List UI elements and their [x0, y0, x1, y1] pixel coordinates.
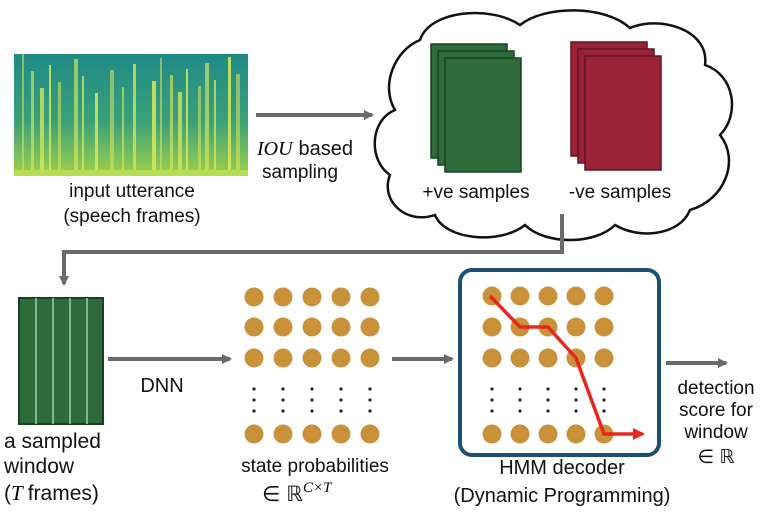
decoder-ellipsis-dot	[490, 409, 494, 413]
decoder-ellipsis-dot	[602, 387, 606, 391]
decoder-ellipsis-dot	[602, 409, 606, 413]
state-prob-dot	[273, 424, 293, 444]
state-prob-dot	[360, 424, 380, 444]
state-probabilities-label: state probabilities	[241, 456, 389, 477]
state-probabilities-grid	[244, 287, 380, 444]
window-label-line1: a sampled	[4, 430, 101, 453]
state-probabilities-domain: ∈ℝC×T	[262, 480, 333, 506]
decoder-dot	[594, 348, 614, 368]
sampling-label-line2: sampling	[262, 162, 338, 183]
decoder-ellipsis-dot	[574, 398, 578, 402]
decoder-dot	[510, 348, 530, 368]
samples-cloud	[373, 9, 734, 242]
state-prob-dot	[273, 317, 293, 337]
decoder-dot	[538, 424, 558, 444]
decoder-label-line1: HMM decoder	[499, 457, 625, 479]
state-prob-ellipsis-dot	[368, 398, 372, 402]
decoder-ellipsis-dot	[574, 387, 578, 391]
state-prob-dot	[302, 348, 322, 368]
state-prob-dot	[360, 287, 380, 307]
state-prob-dot	[360, 317, 380, 337]
state-prob-ellipsis-dot	[339, 409, 343, 413]
viterbi-path	[488, 294, 645, 440]
state-prob-ellipsis-dot	[281, 398, 285, 402]
state-prob-ellipsis-dot	[339, 387, 343, 391]
state-prob-dot	[273, 287, 293, 307]
state-prob-dot	[244, 287, 264, 307]
decoder-ellipsis-dot	[490, 387, 494, 391]
decoder-grid	[482, 286, 614, 444]
decoder-dot	[538, 348, 558, 368]
state-prob-ellipsis-dot	[368, 387, 372, 391]
state-prob-dot	[331, 348, 351, 368]
decoder-ellipsis-dot	[546, 398, 550, 402]
positive-samples-label: +ve samples	[422, 182, 529, 203]
decoder-ellipsis-dot	[602, 398, 606, 402]
state-prob-dot	[244, 317, 264, 337]
decoder-dot	[594, 286, 614, 306]
decoder-ellipsis-dot	[490, 398, 494, 402]
state-prob-dot	[273, 348, 293, 368]
state-prob-ellipsis-dot	[368, 409, 372, 413]
input-label-line1: input utterance	[69, 181, 195, 202]
detection-label-line1: detection	[677, 378, 754, 399]
negative-samples-label: -ve samples	[569, 182, 671, 203]
state-prob-dot	[331, 317, 351, 337]
window-label-line2: window	[3, 455, 75, 478]
state-prob-dot	[360, 348, 380, 368]
decoder-ellipsis-dot	[546, 387, 550, 391]
state-prob-ellipsis-dot	[281, 387, 285, 391]
spectrogram-image	[14, 54, 248, 176]
detection-label-line2: score for	[679, 400, 754, 421]
detection-label-line4: ∈ ℝ	[698, 447, 735, 468]
state-prob-ellipsis-dot	[281, 409, 285, 413]
state-prob-dot	[244, 424, 264, 444]
state-prob-ellipsis-dot	[339, 398, 343, 402]
state-prob-dot	[244, 348, 264, 368]
state-prob-ellipsis-dot	[310, 398, 314, 402]
state-prob-dot	[302, 317, 322, 337]
state-prob-ellipsis-dot	[252, 409, 256, 413]
decoder-ellipsis-dot	[518, 409, 522, 413]
state-prob-ellipsis-dot	[252, 387, 256, 391]
decoder-ellipsis-dot	[574, 409, 578, 413]
decoder-dot	[594, 317, 614, 337]
decoder-dot	[566, 286, 586, 306]
input-label-line2: (speech frames)	[63, 206, 200, 227]
decoder-dot	[566, 424, 586, 444]
positive-samples-stack	[430, 43, 522, 173]
decoder-dot	[510, 424, 530, 444]
decoder-dot	[482, 424, 502, 444]
state-prob-ellipsis-dot	[310, 387, 314, 391]
state-prob-ellipsis-dot	[252, 398, 256, 402]
sampled-window	[18, 297, 104, 425]
decoder-dot	[482, 348, 502, 368]
decoder-dot	[482, 317, 502, 337]
state-prob-dot	[331, 287, 351, 307]
detection-label-line3: window	[683, 422, 748, 443]
decoder-label-line2: (Dynamic Programming)	[454, 485, 671, 507]
sample-to-window-arrow	[59, 214, 564, 286]
dnn-label: DNN	[140, 375, 183, 397]
state-prob-dot	[331, 424, 351, 444]
negative-samples-stack	[570, 41, 662, 171]
decoder-ellipsis-dot	[518, 398, 522, 402]
decoder-ellipsis-dot	[518, 387, 522, 391]
state-prob-dot	[302, 424, 322, 444]
state-prob-dot	[302, 287, 322, 307]
decoder-dot	[538, 286, 558, 306]
decoder-ellipsis-dot	[546, 409, 550, 413]
decoder-dot	[566, 317, 586, 337]
state-prob-ellipsis-dot	[310, 409, 314, 413]
decoder-dot	[510, 286, 530, 306]
